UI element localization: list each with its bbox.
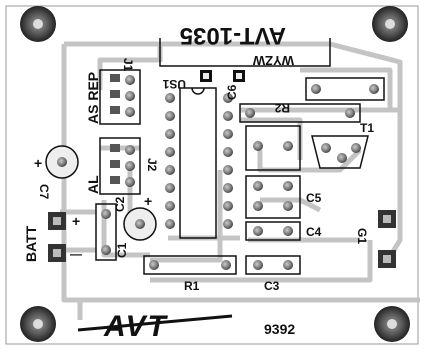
c2-plus-label: +	[144, 193, 152, 209]
c4-label: C4	[306, 225, 322, 239]
j2-label: J2	[145, 158, 159, 172]
avt-logo: AVT	[77, 310, 233, 343]
trace	[300, 67, 393, 110]
trace	[150, 240, 373, 283]
transistor-t1	[245, 125, 369, 171]
c6-label: C6	[225, 84, 239, 100]
resistor-r2	[239, 103, 361, 123]
board-outline	[5, 5, 419, 345]
r1-label: R1	[184, 279, 200, 293]
c1-label: C1	[115, 242, 129, 258]
r2-lead-block	[305, 77, 385, 101]
r2-label: R2	[274, 101, 290, 115]
us1-pins-right	[223, 93, 233, 229]
capacitor-c5	[245, 175, 301, 219]
resistor-r1	[143, 255, 237, 275]
ic-us1	[179, 87, 217, 239]
mounting-holes	[20, 6, 410, 342]
g1-label: G1	[355, 228, 369, 244]
wyzw-outline	[159, 38, 331, 67]
board-title-mirrored: AVT-1035	[180, 22, 286, 49]
batt-label: BATT	[23, 225, 39, 262]
c5-label: C5	[306, 191, 322, 205]
wyzw-label: WYZW	[252, 53, 294, 68]
connector-j1	[99, 69, 141, 125]
connector-j2	[99, 137, 141, 195]
j1-label: J1	[121, 58, 135, 72]
trace	[61, 44, 420, 303]
capacitor-c4	[245, 221, 301, 241]
capacitor-c3	[245, 255, 301, 275]
us1-pins-left	[165, 93, 175, 229]
logo-text: AVT	[103, 310, 168, 343]
batt-plus-label: +	[72, 213, 80, 229]
us1-label: US1	[162, 77, 186, 91]
c3-label: C3	[264, 279, 280, 293]
c7-plus-label: +	[34, 155, 42, 171]
capacitor-c1	[95, 203, 117, 261]
batt-minus-label: —	[70, 247, 82, 261]
t1-label: T1	[360, 121, 374, 135]
as-rep-label: AS REP	[85, 72, 101, 124]
trace	[150, 170, 223, 263]
c7-label: C7	[37, 184, 51, 200]
al-label: AL	[85, 175, 101, 194]
logo-suffix: 9392	[264, 321, 295, 337]
